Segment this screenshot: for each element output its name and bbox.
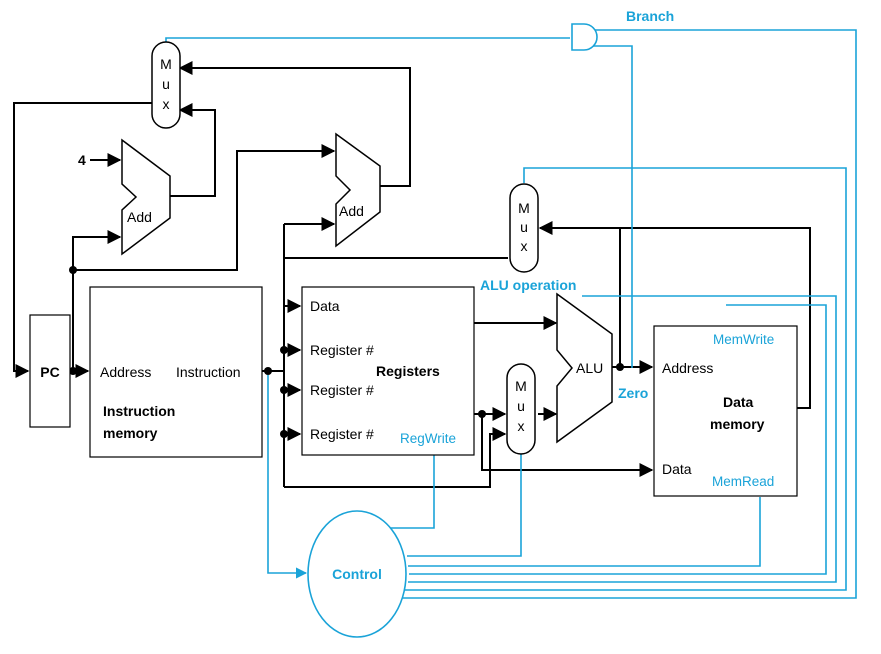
- writeback-mux: M u x: [509, 183, 539, 273]
- branch-adder: Add: [335, 132, 381, 248]
- junction-dots: [69, 266, 624, 438]
- pc-source-mux: M u x: [151, 41, 181, 129]
- data-memory-data-label: Data: [662, 461, 692, 477]
- registers-data-label: Data: [310, 298, 340, 314]
- branch-and-gate: [571, 23, 598, 51]
- data-memory-title-line1: Data: [723, 394, 754, 410]
- alusrc-mux-letter-x: x: [518, 418, 525, 434]
- data-memory-address-label: Address: [662, 360, 713, 376]
- writeback-mux-letter-u: u: [520, 219, 528, 235]
- pc-label: PC: [40, 364, 59, 380]
- memwrite-label: MemWrite: [713, 332, 774, 347]
- registers-register2-label: Register #: [310, 382, 374, 398]
- instruction-memory-title-line2: memory: [103, 425, 158, 441]
- writeback-mux-letter-m: M: [518, 200, 530, 216]
- data-memory-title-line2: memory: [710, 416, 765, 432]
- registers-register1-label: Register #: [310, 342, 374, 358]
- alu: ALU: [556, 292, 613, 444]
- control-unit: Control: [307, 510, 407, 638]
- instruction-memory: Address Instruction Instruction memory: [89, 286, 263, 458]
- control-label: Control: [332, 566, 382, 582]
- pc-adder-label: Add: [127, 209, 152, 225]
- branch-adder-label: Add: [339, 203, 364, 219]
- pc-mux-letter-u: u: [162, 76, 170, 92]
- alu-source-mux: M u x: [506, 363, 536, 455]
- instruction-memory-title-line1: Instruction: [103, 403, 175, 419]
- zero-label: Zero: [618, 385, 648, 401]
- memread-label: MemRead: [712, 474, 774, 489]
- pc-adder: Add: [121, 138, 171, 256]
- pc-register: PC: [29, 314, 71, 428]
- alusrc-mux-letter-u: u: [517, 398, 525, 414]
- regwrite-label: RegWrite: [400, 431, 456, 446]
- alu-label: ALU: [576, 360, 603, 376]
- pc-mux-letter-x: x: [163, 96, 170, 112]
- alusrc-mux-letter-m: M: [515, 378, 527, 394]
- registers-register3-label: Register #: [310, 426, 374, 442]
- writeback-mux-letter-x: x: [521, 238, 528, 254]
- instruction-memory-instruction-label: Instruction: [176, 364, 241, 380]
- constant-four-label: 4: [78, 152, 86, 168]
- branch-label: Branch: [626, 8, 674, 24]
- instruction-memory-address-label: Address: [100, 364, 151, 380]
- register-file: Data Register # Register # Register # Re…: [301, 286, 475, 456]
- control-wires: [165, 29, 857, 599]
- pc-mux-letter-m: M: [160, 56, 172, 72]
- data-memory: MemWrite Address Data memory Data MemRea…: [653, 325, 798, 497]
- alu-operation-label: ALU operation: [480, 277, 576, 293]
- registers-title: Registers: [376, 363, 440, 379]
